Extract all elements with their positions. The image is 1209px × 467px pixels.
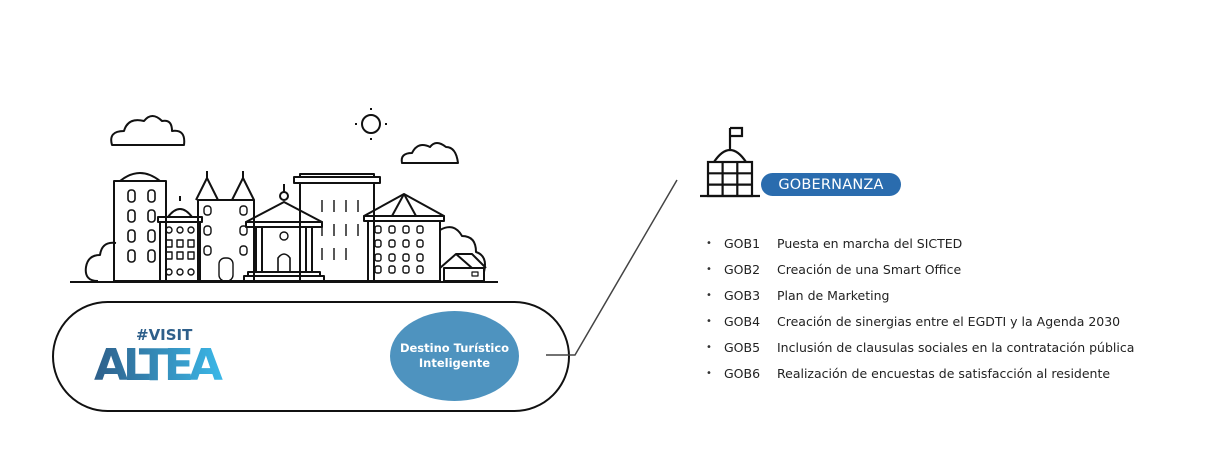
government-building-icon [700, 124, 760, 198]
item-code: GOB2 [724, 261, 761, 277]
bullet-icon: • [706, 289, 712, 301]
governance-actions-list: • GOB1 Puesta en marcha del SICTED • GOB… [706, 230, 1134, 386]
sun-icon [355, 108, 387, 140]
list-item: • GOB3 Plan de Marketing [706, 282, 1134, 308]
item-code: GOB6 [724, 365, 761, 381]
item-text: Plan de Marketing [777, 287, 890, 303]
item-code: GOB5 [724, 339, 761, 355]
item-text: Inclusión de clausulas sociales en la co… [777, 339, 1135, 355]
bullet-icon: • [706, 341, 712, 353]
destination-pill-frame [52, 301, 570, 412]
item-text: Puesta en marcha del SICTED [777, 235, 963, 251]
item-code: GOB3 [724, 287, 761, 303]
item-text: Realización de encuestas de satisfacción… [777, 365, 1111, 381]
bullet-icon: • [706, 263, 712, 275]
visit-altea-logo: #VISIT ALTEA [94, 320, 244, 391]
item-code: GOB4 [724, 313, 761, 329]
list-item: • GOB1 Puesta en marcha del SICTED [706, 230, 1134, 256]
cloud-icon [400, 142, 459, 164]
bullet-icon: • [706, 237, 712, 249]
logo-name: ALTEA [94, 340, 223, 386]
item-code: GOB1 [724, 235, 761, 251]
list-item: • GOB2 Creación de una Smart Office [706, 256, 1134, 282]
logo-hashtag: #VISIT [136, 326, 193, 344]
bullet-icon: • [706, 367, 712, 379]
badge-line-1: Destino Turístico [399, 341, 510, 355]
badge-line-2: Inteligente [418, 356, 491, 370]
section-title-badge: GOBERNANZA [761, 173, 901, 196]
list-item: • GOB4 Creación de sinergias entre el EG… [706, 308, 1134, 334]
item-text: Creación de sinergias entre el EGDTI y l… [777, 313, 1121, 329]
item-text: Creación de una Smart Office [777, 261, 962, 277]
section-title: GOBERNANZA [778, 176, 884, 193]
list-item: • GOB6 Realización de encuestas de satis… [706, 360, 1134, 386]
list-item: • GOB5 Inclusión de clausulas sociales e… [706, 334, 1134, 360]
bullet-icon: • [706, 315, 712, 327]
smart-destination-badge: Destino Turístico Inteligente [390, 311, 519, 401]
cloud-icon [110, 115, 186, 146]
